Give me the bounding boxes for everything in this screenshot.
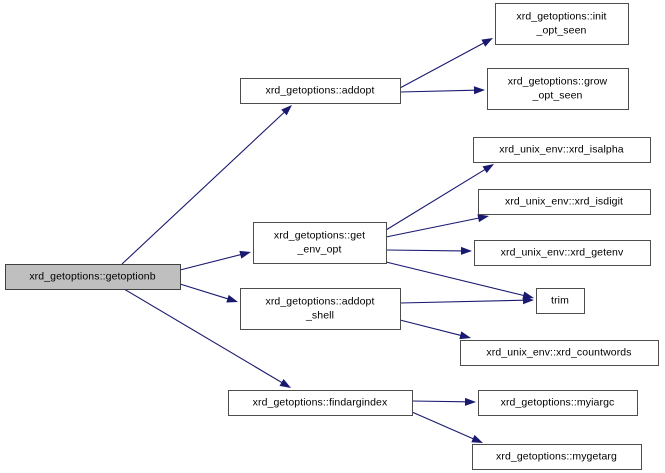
node-box-get_env_opt[interactable]: [253, 222, 387, 264]
node-layer: xrd_getoptions::getoptionbxrd_getoptions…: [5, 3, 659, 470]
graph-node-isalpha[interactable]: xrd_unix_env::xrd_isalpha: [473, 137, 651, 163]
graph-node-trim[interactable]: trim: [536, 288, 585, 314]
graph-node-countwords[interactable]: xrd_unix_env::xrd_countwords: [460, 340, 659, 366]
node-box-isdigit[interactable]: [478, 189, 651, 215]
graph-node-mygetarg[interactable]: xrd_getoptions::mygetarg: [472, 444, 642, 470]
node-box-countwords[interactable]: [460, 340, 659, 366]
node-box-trim[interactable]: [536, 288, 585, 314]
edge-layer: [121, 38, 534, 443]
graph-node-addopt_shell[interactable]: xrd_getoptions::addopt_shell: [240, 288, 401, 330]
call-edge-findargindex-to-mygetarg: [411, 411, 483, 443]
graph-node-getoptionb[interactable]: xrd_getoptions::getoptionb: [5, 264, 181, 290]
node-box-mygetarg[interactable]: [472, 444, 642, 470]
call-edge-addopt_shell-to-trim: [399, 296, 534, 305]
call-edge-get_env_opt-to-isdigit: [385, 214, 489, 238]
call-edge-getoptionb-to-addopt_shell: [179, 283, 238, 303]
graph-node-init_opt_seen[interactable]: xrd_getoptions::init_opt_seen: [495, 3, 629, 45]
graph-node-getenv[interactable]: xrd_unix_env::xrd_getenv: [474, 240, 651, 266]
call-edge-get_env_opt-to-getenv: [385, 246, 472, 255]
node-box-addopt[interactable]: [240, 78, 401, 104]
graph-node-findargindex[interactable]: xrd_getoptions::findargindex: [228, 390, 413, 416]
call-edge-get_env_opt-to-isalpha: [385, 164, 494, 231]
node-box-addopt_shell[interactable]: [240, 288, 401, 330]
node-box-grow_opt_seen[interactable]: [487, 68, 629, 110]
call-edge-addopt_shell-to-countwords: [399, 319, 471, 340]
call-edge-getoptionb-to-addopt: [121, 105, 292, 265]
graph-node-get_env_opt[interactable]: xrd_getoptions::get_env_opt: [253, 222, 387, 264]
call-edge-getoptionb-to-findargindex: [123, 288, 291, 388]
node-box-init_opt_seen[interactable]: [495, 3, 629, 45]
node-box-getenv[interactable]: [474, 240, 651, 266]
graph-node-grow_opt_seen[interactable]: xrd_getoptions::grow_opt_seen: [487, 68, 629, 110]
graph-node-myiargc[interactable]: xrd_getoptions::myiargc: [478, 390, 638, 416]
call-edge-findargindex-to-myiargc: [411, 397, 476, 406]
node-box-myiargc[interactable]: [478, 390, 638, 416]
node-box-getoptionb[interactable]: [5, 264, 181, 290]
graph-node-isdigit[interactable]: xrd_unix_env::xrd_isdigit: [478, 189, 651, 215]
call-edge-get_env_opt-to-trim: [385, 261, 534, 300]
call-edge-addopt-to-init_opt_seen: [399, 38, 493, 89]
node-box-findargindex[interactable]: [228, 390, 413, 416]
call-edge-addopt-to-grow_opt_seen: [399, 86, 485, 95]
node-box-isalpha[interactable]: [473, 137, 651, 163]
call-edge-getoptionb-to-get_env_opt: [179, 250, 251, 271]
graph-node-addopt[interactable]: xrd_getoptions::addopt: [240, 78, 401, 104]
